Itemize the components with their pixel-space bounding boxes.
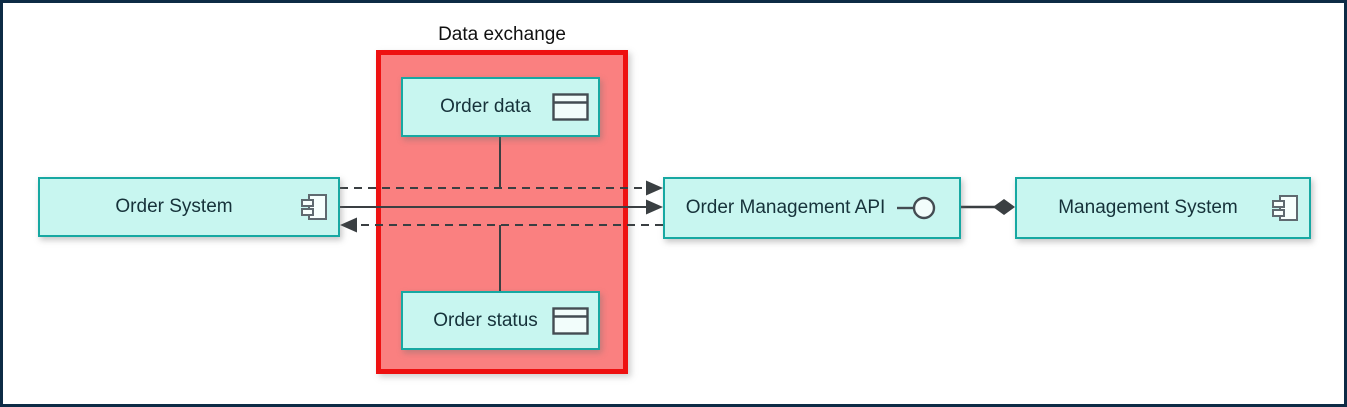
node-label: Order Management API: [685, 197, 886, 218]
edge-order-status-flow[interactable]: [340, 217, 663, 233]
edge-request-flow[interactable]: [340, 199, 663, 215]
node-order-management-api[interactable]: Order Management API: [663, 177, 961, 239]
component-icon: [299, 192, 329, 222]
component-icon: [1270, 193, 1300, 223]
arrowhead-right-icon: [646, 180, 663, 196]
node-label: Order data: [440, 96, 531, 117]
data-object-icon: [552, 306, 589, 335]
edge-order-data-flow[interactable]: [340, 180, 663, 196]
node-label: Order status: [433, 309, 538, 331]
data-exchange-group-label: Data exchange: [438, 24, 566, 45]
diamond-icon: [993, 199, 1015, 215]
node-order-status[interactable]: Order status: [401, 291, 600, 350]
arrowhead-right-icon: [646, 199, 663, 215]
edges-layer: [340, 137, 1015, 291]
node-order-system[interactable]: Order System: [38, 177, 340, 237]
node-label: Management System: [1058, 197, 1238, 218]
data-object-icon: [552, 93, 589, 121]
arrowhead-left-icon: [340, 217, 357, 233]
node-order-data[interactable]: Order data: [401, 77, 600, 137]
node-management-system[interactable]: Management System: [1015, 177, 1311, 239]
node-label: Order System: [115, 196, 233, 217]
edge-composition[interactable]: [961, 199, 1015, 215]
interface-lollipop-icon: [896, 195, 938, 221]
